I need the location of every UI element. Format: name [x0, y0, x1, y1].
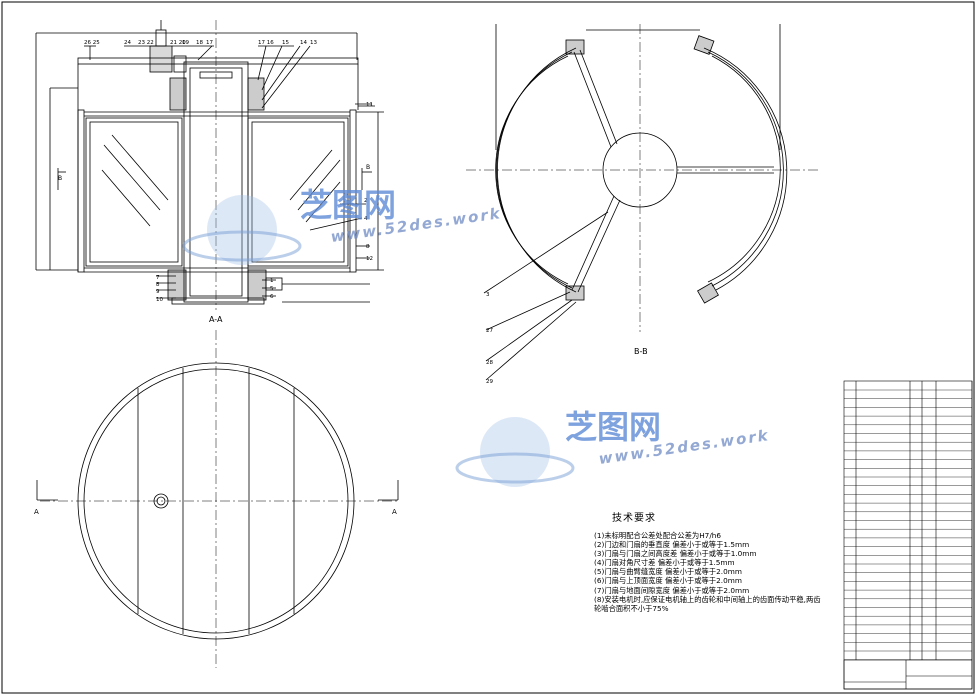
leader-number-aa-right: 4 [364, 216, 368, 222]
leader-number-bb-left: 3 [486, 292, 490, 298]
leader-number-aa-top: 14 [300, 40, 307, 46]
leader-number-bb-left: 29 [486, 379, 493, 385]
tech-line-7: (7)门扇与地面间隙宽度 偏差小于或等于2.0mm [594, 585, 750, 595]
leader-number-aa-bottom_right: 6 [270, 294, 274, 300]
leader-number-aa-top: 19 [182, 40, 189, 46]
leader-number-aa-top: 23 22 [138, 40, 154, 46]
leader-number-aa-top: 21 20 [170, 40, 186, 46]
leader-number-aa-top: 18 [196, 40, 203, 46]
leader-number-aa-bottom_left: 10 [156, 297, 163, 303]
leader-number-aa-bottom_left: 8 [156, 282, 160, 288]
leader-number-bb-left: 28 [486, 360, 493, 366]
tech-requirements-title: 技术要求 [612, 513, 656, 524]
watermark-brand-cn: 芝图网 [300, 186, 397, 224]
leader-number-aa-top: 13 [310, 40, 317, 46]
leader-number-aa-bottom_left: 7 [156, 275, 160, 281]
view-plan [36, 330, 400, 668]
cut-b-left: B [58, 175, 62, 182]
leader-number-aa-right: 2 [364, 198, 368, 204]
leader-number-aa-top: 26 25 [84, 40, 100, 46]
leader-number-aa-top: 24 [124, 40, 131, 46]
leader-number-aa-top: 15 [282, 40, 289, 46]
watermark-globe-icon [182, 195, 575, 487]
parts-list-rows [844, 389, 972, 660]
leader-number-aa-top: 17 16 [258, 40, 274, 46]
view-section-aa [35, 20, 384, 310]
tech-line-1: (1)未标明配合公差处配合公差为H7/h6 [594, 531, 722, 540]
leader-number-aa-top: 17 [206, 40, 213, 46]
cut-a-left: A [34, 508, 39, 516]
view-section-bb [466, 24, 820, 381]
cut-a-right: A [392, 508, 397, 516]
leader-number-aa-right: 11 [366, 102, 373, 108]
leader-number-aa-bottom_right: 5 [270, 286, 274, 292]
leader-number-aa-right: 8 [366, 244, 370, 250]
tech-requirements: (1)未标明配合公差处配合公差为H7/h6 (2)门边和门扇的垂直度 偏差小于或… [594, 531, 844, 613]
watermark-brand-cn-2: 芝图网 [565, 408, 662, 446]
section-bb-label: B-B [634, 347, 648, 356]
tech-line-3: (3)门扇与门扇之间高度差 偏差小于或等于1.0mm [594, 549, 757, 559]
tech-line-5: (5)门扇与曲臂缝宽度 偏差小于或等于2.0mm [594, 567, 742, 577]
section-aa-label: A-A [209, 315, 223, 324]
tech-line-6: (6)门扇与上顶面宽度 偏差小于或等于2.0mm [594, 576, 742, 586]
tech-line-9: 轮啮合面积不小于75% [594, 603, 669, 613]
leader-number-aa-right: 12 [366, 256, 373, 262]
leader-number-aa-bottom_right: 1 [270, 278, 274, 284]
title-block [843, 380, 973, 690]
leader-number-aa-bottom_left: 9 [156, 289, 160, 295]
tech-line-4: (4)门扇对角尺寸差 偏差小于或等于1.5mm [594, 558, 735, 568]
cut-b-right: B [366, 164, 370, 171]
leader-number-bb-left: 27 [486, 328, 493, 334]
tech-line-8: (8)安装电机时,应保证电机轴上的齿轮和中间轴上的齿面传动平稳,两齿 [594, 594, 821, 604]
tech-line-2: (2)门边和门扇的垂直度 偏差小于或等于1.5mm [594, 540, 750, 550]
